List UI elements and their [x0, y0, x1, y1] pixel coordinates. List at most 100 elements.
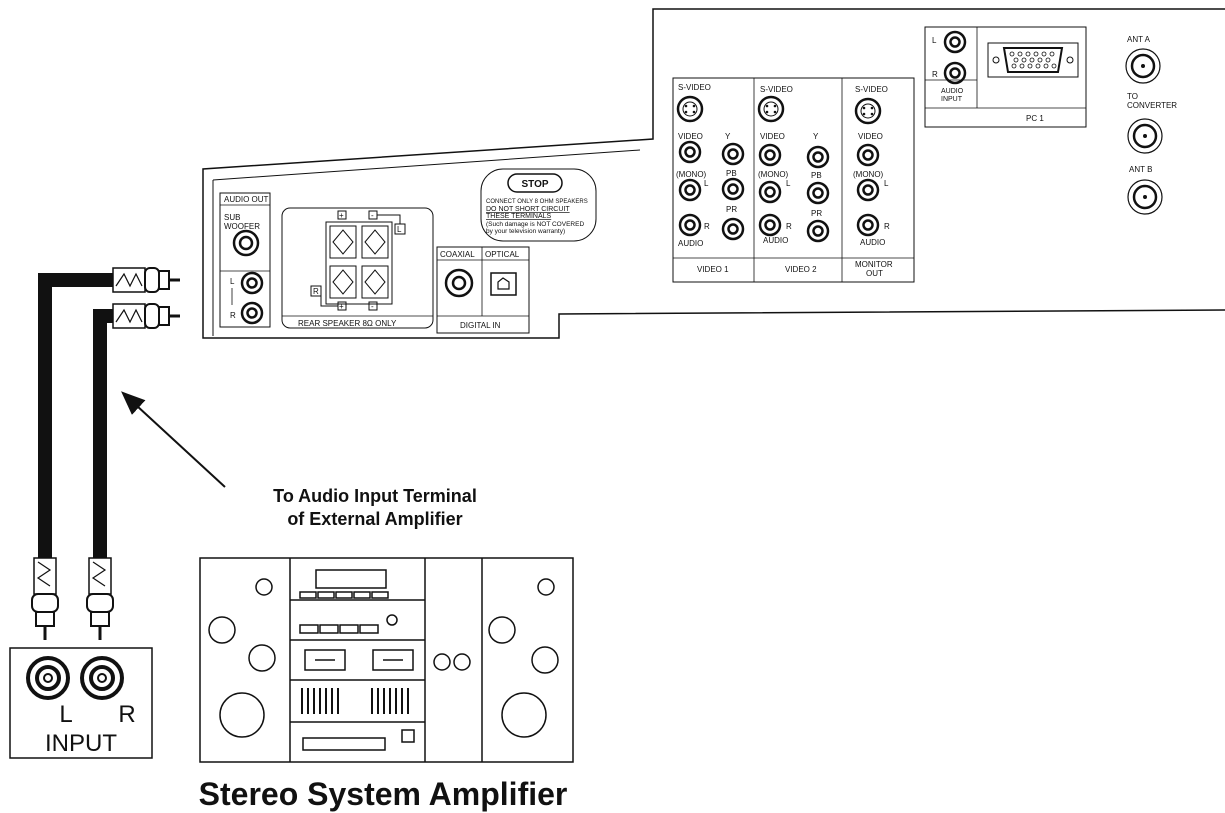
to-converter-label-2: CONVERTER: [1127, 101, 1177, 110]
rear-speaker-minus-top: -: [371, 211, 374, 220]
audio-out-l-jack[interactable]: [240, 271, 264, 295]
amp-input-box: L R INPUT: [9, 647, 153, 759]
rear-speaker-caption: REAR SPEAKER 8Ω ONLY: [298, 319, 397, 328]
video2-video-jack[interactable]: [758, 143, 782, 167]
pc1-audio-label-1: AUDIO: [941, 88, 964, 95]
monitor-video-jack[interactable]: [856, 143, 880, 167]
monitor-mono-label: (MONO): [853, 170, 884, 179]
audio-out-r-jack[interactable]: [240, 301, 264, 325]
video1-y-jack[interactable]: [721, 142, 745, 166]
pc1-r-label: R: [932, 70, 938, 79]
tv-back-panel: [202, 8, 1225, 339]
stop-line-4: (Such damage is NOT COVERED: [486, 221, 584, 228]
rear-speaker-block: REAR SPEAKER 8Ω ONLY + - + - L R: [281, 207, 434, 329]
video2-pb-label: PB: [811, 171, 822, 180]
video2-pb-jack[interactable]: [806, 181, 830, 205]
video2-y-jack[interactable]: [806, 145, 830, 169]
video1-mono-label: (MONO): [676, 170, 707, 179]
stop-line-2: DO NOT SHORT CIRCUIT: [486, 206, 570, 213]
pc1-block: L R AUDIO INPUT PC 1: [924, 26, 1087, 128]
video-2-group: S-VIDEO VIDEO Y (MONO) L PB R: [757, 85, 830, 274]
rear-speaker-l-label: L: [397, 225, 402, 234]
stop-title: STOP: [521, 179, 548, 190]
video1-l-label: L: [704, 179, 709, 188]
ant-b-jack[interactable]: [1127, 179, 1163, 215]
rear-speaker-r-label: R: [313, 287, 319, 296]
video2-svideo-jack[interactable]: [757, 95, 785, 123]
video2-pr-jack[interactable]: [806, 219, 830, 243]
video1-audio-l-jack[interactable]: [678, 178, 702, 202]
monitor-audio-l-jack[interactable]: [856, 178, 880, 202]
video1-video-jack[interactable]: [678, 140, 702, 164]
antenna-group: ANT A TO CONVERTER ANT B: [1125, 35, 1177, 215]
video1-pr-label: PR: [726, 205, 737, 214]
video2-audio-l-jack[interactable]: [758, 180, 782, 204]
amp-input-label: INPUT: [45, 730, 117, 757]
monitor-svideo-jack[interactable]: [854, 97, 882, 125]
ant-a-jack[interactable]: [1125, 48, 1161, 84]
video-panel: [672, 77, 915, 283]
stop-line-5: by your television warranty): [486, 228, 565, 235]
amp-input-r-jack[interactable]: [80, 656, 124, 700]
vga-port[interactable]: [987, 42, 1079, 78]
callout-arrow: [121, 391, 226, 488]
video1-pb-jack[interactable]: [721, 177, 745, 201]
video2-audio-r-jack[interactable]: [758, 213, 782, 237]
video1-pb-label: PB: [726, 169, 737, 178]
video1-pr-jack[interactable]: [721, 217, 745, 241]
monitor-video-label: VIDEO: [858, 132, 883, 141]
ant-b-label: ANT B: [1129, 165, 1152, 174]
video1-svideo-jack[interactable]: [676, 95, 704, 123]
video2-l-label: L: [786, 179, 791, 188]
stop-line-1: CONNECT ONLY 8 OHM SPEAKERS: [486, 199, 588, 205]
monitor-audio-label: AUDIO: [860, 238, 885, 247]
pc1-caption: PC 1: [1026, 114, 1044, 123]
callout-line-2: of External Amplifier: [287, 509, 462, 529]
subwoofer-jack[interactable]: [232, 229, 260, 257]
audio-cable-r[interactable]: [86, 303, 180, 640]
monitor-caption-1: MONITOR: [855, 260, 893, 269]
to-converter-label-1: TO: [1127, 92, 1138, 101]
rear-speaker-minus-bottom: -: [371, 302, 374, 311]
monitor-r-label: R: [884, 222, 890, 231]
stop-line-3: THESE TERMINALS: [486, 213, 552, 220]
audio-out-block: AUDIO OUT SUB WOOFER L R: [219, 192, 271, 328]
optical-jack[interactable]: [490, 272, 517, 296]
video2-audio-label: AUDIO: [763, 236, 788, 245]
audio-out-r-label: R: [230, 311, 236, 320]
pc1-l-label: L: [932, 36, 937, 45]
audio-cable-l[interactable]: [31, 267, 180, 640]
video2-mono-label: (MONO): [758, 170, 789, 179]
video2-video-label: VIDEO: [760, 132, 785, 141]
pc1-audio-r-jack[interactable]: [943, 61, 967, 85]
monitor-svideo-label: S-VIDEO: [855, 85, 888, 94]
amp-input-l-jack[interactable]: [26, 656, 70, 700]
monitor-caption-2: OUT: [866, 269, 883, 278]
video-1-group: S-VIDEO VIDEO Y (MONO) L PB R: [676, 83, 745, 274]
stop-warning: STOP CONNECT ONLY 8 OHM SPEAKERS DO NOT …: [480, 168, 597, 242]
amp-input-r-label: R: [118, 701, 135, 728]
video1-audio-label: AUDIO: [678, 239, 703, 248]
amplifier-title: Stereo System Amplifier: [199, 776, 568, 812]
amp-input-l-label: L: [59, 701, 72, 728]
video2-caption: VIDEO 2: [785, 265, 817, 274]
video1-r-label: R: [704, 222, 710, 231]
monitor-out-group: S-VIDEO VIDEO (MONO) L R AUDIO MONITOR O…: [853, 85, 893, 278]
ant-a-label: ANT A: [1127, 35, 1151, 44]
video2-r-label: R: [786, 222, 792, 231]
monitor-audio-r-jack[interactable]: [856, 213, 880, 237]
video1-y-label: Y: [725, 132, 731, 141]
coaxial-jack[interactable]: [444, 268, 474, 298]
pc1-audio-label-2: INPUT: [941, 96, 963, 103]
to-converter-jack[interactable]: [1127, 118, 1163, 154]
video2-y-label: Y: [813, 132, 819, 141]
video1-audio-r-jack[interactable]: [678, 213, 702, 237]
digital-in-block: COAXIAL OPTICAL DIGITAL IN: [436, 246, 530, 334]
video1-video-label: VIDEO: [678, 132, 703, 141]
coaxial-label: COAXIAL: [440, 250, 475, 259]
pc1-audio-l-jack[interactable]: [943, 30, 967, 54]
video1-caption: VIDEO 1: [697, 265, 729, 274]
rear-speaker-plus-bottom: +: [339, 302, 344, 311]
digital-in-caption: DIGITAL IN: [460, 321, 501, 330]
